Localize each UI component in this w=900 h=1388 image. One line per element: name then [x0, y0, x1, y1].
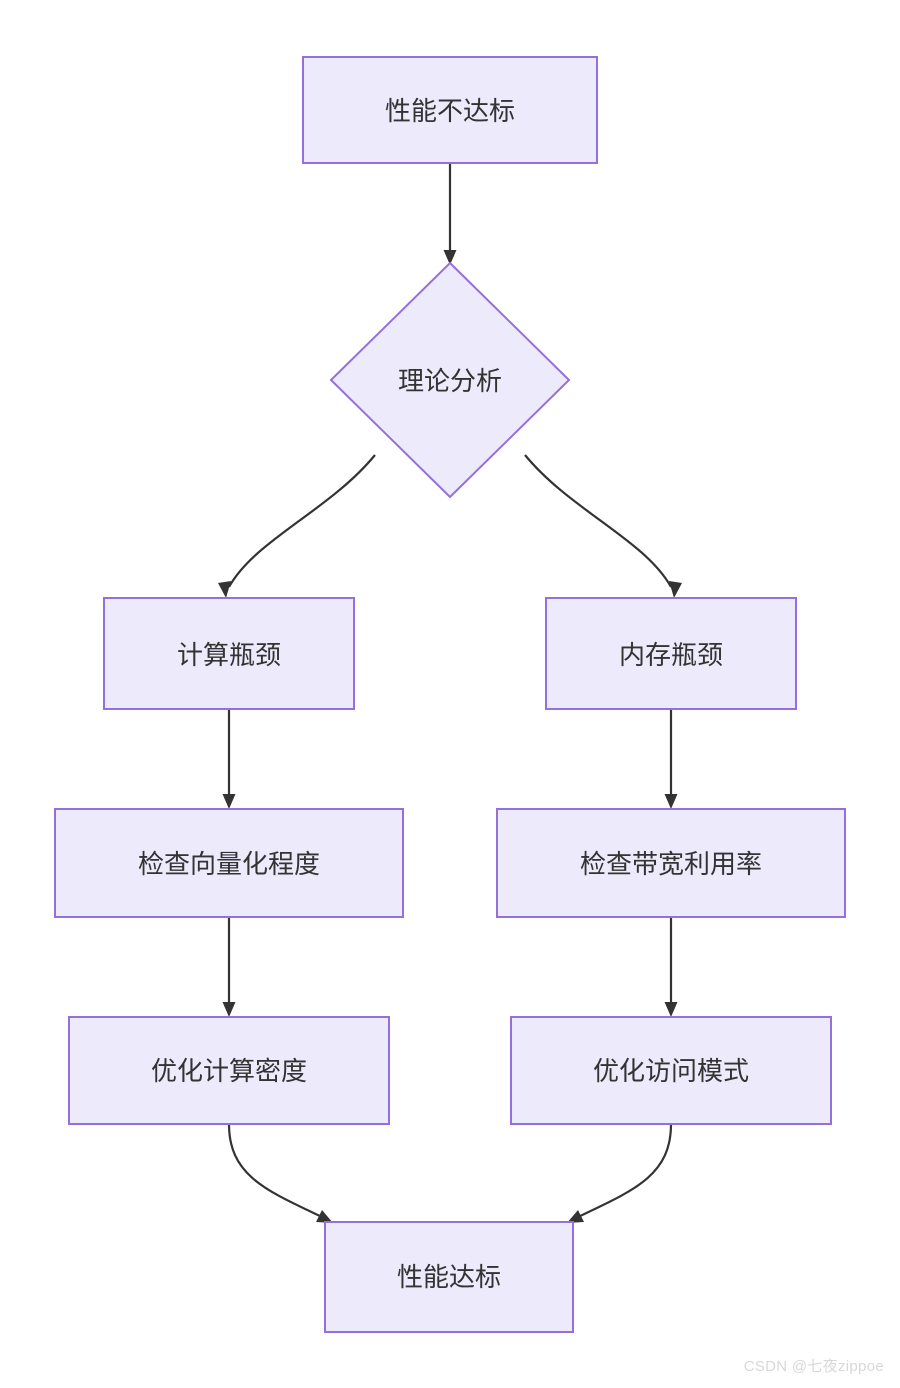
arrowhead-icon	[222, 1002, 236, 1017]
arrowhead-icon	[664, 794, 678, 809]
node-optimize-access-pattern[interactable]: 优化访问模式	[510, 1016, 832, 1125]
edge-n8-n9	[567, 1123, 673, 1223]
node-check-vectorization-level[interactable]: 检查向量化程度	[54, 808, 404, 918]
edge-line	[227, 1123, 323, 1218]
edge-n2-n3	[218, 454, 376, 598]
edge-n5-n7	[222, 917, 236, 1017]
node-memory-bottleneck[interactable]: 内存瓶颈	[545, 597, 797, 710]
node-check-bandwidth-utilization[interactable]: 检查带宽利用率	[496, 808, 846, 918]
node-shape-rect[interactable]	[302, 56, 598, 164]
node-theoretical-analysis[interactable]: 理论分析	[329, 261, 571, 499]
node-performance-meets-target[interactable]: 性能达标	[324, 1221, 574, 1333]
edge-line	[577, 1123, 673, 1218]
node-shape-rect[interactable]	[545, 597, 797, 710]
node-shape-rect[interactable]	[68, 1016, 390, 1125]
edge-n6-n8	[664, 917, 678, 1017]
edge-n2-n4	[524, 454, 682, 598]
arrowhead-icon	[669, 581, 682, 598]
node-shape-diamond[interactable]	[329, 261, 571, 499]
edge-layer	[218, 163, 682, 1223]
edge-n7-n9	[227, 1123, 333, 1223]
edge-n3-n5	[222, 709, 236, 809]
arrowhead-icon	[664, 1002, 678, 1017]
arrowhead-icon	[222, 794, 236, 809]
node-shape-rect[interactable]	[103, 597, 355, 710]
arrowhead-icon	[567, 1210, 584, 1223]
node-optimize-compute-density[interactable]: 优化计算密度	[68, 1016, 390, 1125]
node-shape-rect[interactable]	[510, 1016, 832, 1125]
node-performance-below-target[interactable]: 性能不达标	[302, 56, 598, 164]
node-shape-rect[interactable]	[496, 808, 846, 918]
node-compute-bottleneck[interactable]: 计算瓶颈	[103, 597, 355, 710]
edge-line	[228, 454, 376, 588]
watermark-text: CSDN @七夜zippoe	[744, 1358, 884, 1375]
arrowhead-icon	[443, 250, 457, 265]
arrowhead-icon	[218, 581, 231, 598]
edge-line	[524, 454, 672, 588]
edge-n1-n2	[443, 163, 457, 265]
node-shape-rect[interactable]	[324, 1221, 574, 1333]
edge-n4-n6	[664, 709, 678, 809]
node-shape-rect[interactable]	[54, 808, 404, 918]
arrowhead-icon	[316, 1210, 333, 1223]
